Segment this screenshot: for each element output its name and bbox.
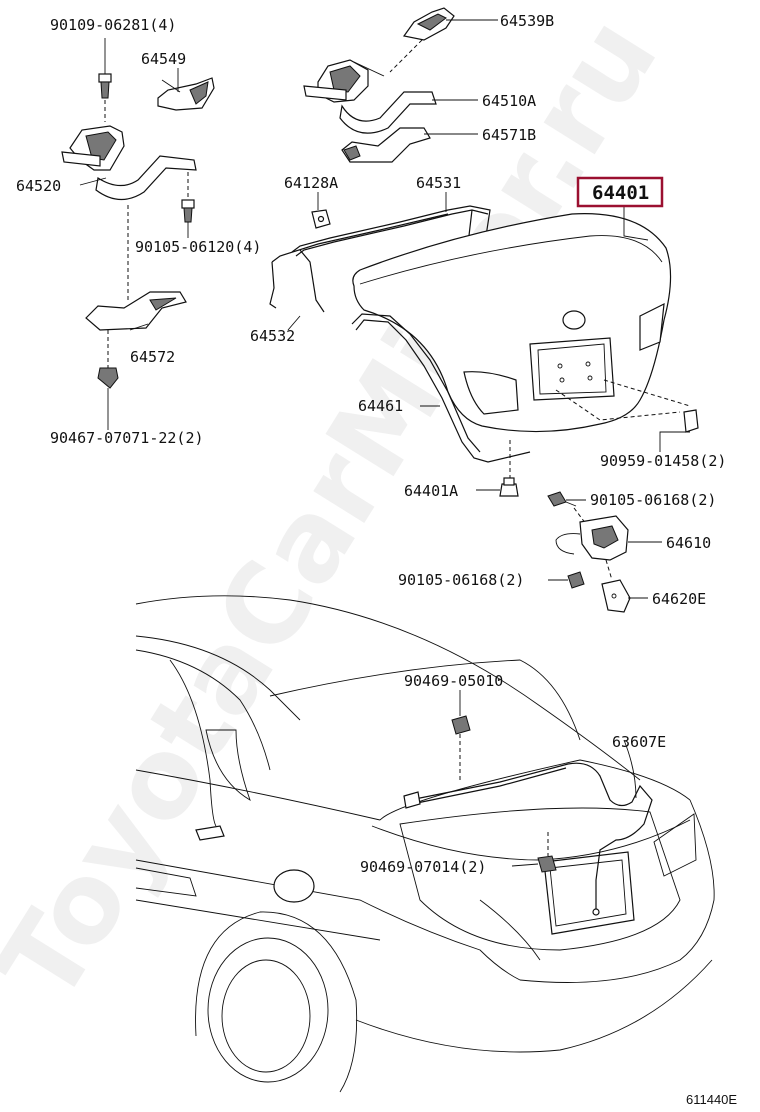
label-90469-05010[interactable]: 90469-05010 [404, 672, 503, 690]
bolt-icon [547, 491, 577, 507]
label-64610[interactable]: 64610 [666, 534, 711, 552]
clip-icon [451, 715, 471, 735]
label-90469-07014[interactable]: 90469-07014(2) [360, 858, 486, 876]
label-64549[interactable]: 64549 [141, 50, 186, 68]
label-90105-06168-lower[interactable]: 90105-06168(2) [398, 571, 524, 589]
torsion-bars [269, 205, 491, 313]
highlight-box [576, 176, 664, 208]
label-90959-01458[interactable]: 90959-01458(2) [600, 452, 726, 470]
bolt-icon [181, 199, 195, 223]
trunk-lid [351, 213, 691, 480]
leader-lines [79, 19, 690, 867]
label-64401[interactable]: 64401 [592, 182, 649, 204]
label-64461[interactable]: 64461 [358, 397, 403, 415]
label-64571b[interactable]: 64571B [482, 126, 536, 144]
bolt-icon [567, 571, 585, 589]
part-labels: 90109-06281(4) 64549 64520 90105-06120(4… [16, 12, 737, 1107]
label-90105-06120[interactable]: 90105-06120(4) [135, 238, 261, 256]
label-64532[interactable]: 64532 [250, 327, 295, 345]
figure-id: 611440E [686, 1092, 737, 1107]
label-64531[interactable]: 64531 [416, 174, 461, 192]
label-90109-06281[interactable]: 90109-06281(4) [50, 16, 176, 34]
label-63607e[interactable]: 63607E [612, 733, 666, 751]
clip-icon [97, 367, 119, 389]
label-90467-07071-22[interactable]: 90467-07071-22(2) [50, 429, 204, 447]
stopper-icon [499, 477, 519, 497]
bolt-icon [98, 73, 112, 99]
clip-icon [683, 409, 699, 433]
label-64128a[interactable]: 64128A [284, 174, 338, 192]
label-64520[interactable]: 64520 [16, 177, 61, 195]
label-64539b[interactable]: 64539B [500, 12, 554, 30]
right-hinge-assembly [303, 7, 455, 163]
label-64510a[interactable]: 64510A [482, 92, 536, 110]
label-64620e[interactable]: 64620E [652, 590, 706, 608]
clip-icon [537, 855, 557, 873]
label-90105-06168-upper[interactable]: 90105-06168(2) [590, 491, 716, 509]
label-64401a[interactable]: 64401A [404, 482, 458, 500]
bracket-icon [311, 209, 331, 229]
car-body-illustration [135, 595, 715, 1093]
left-hinge-assembly [61, 73, 215, 430]
lock-assembly [547, 491, 631, 613]
label-64572[interactable]: 64572 [130, 348, 175, 366]
